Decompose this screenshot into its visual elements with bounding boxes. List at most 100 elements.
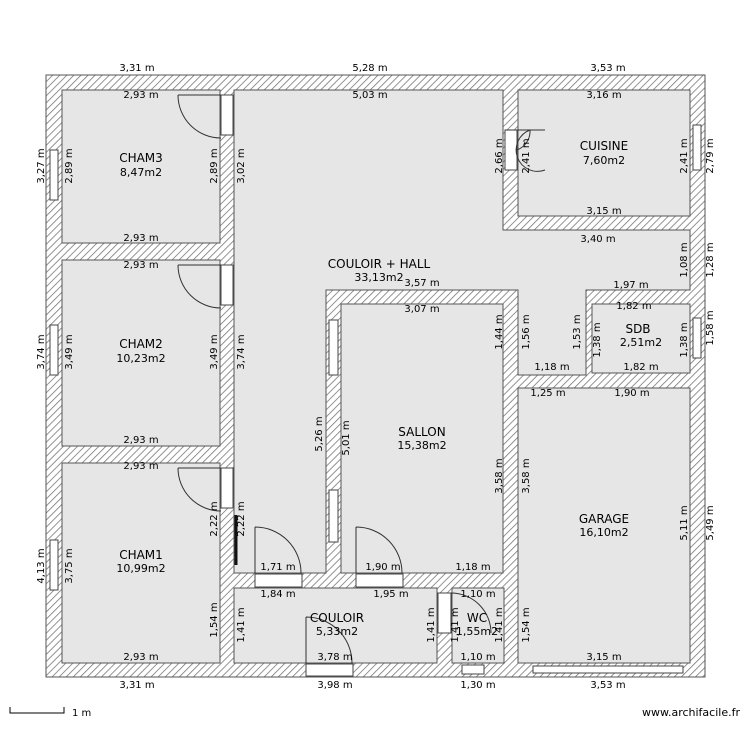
dim-label: 1,58 m bbox=[705, 310, 716, 345]
room-name-salon: SALLON bbox=[398, 425, 445, 439]
dim-label: 3,07 m bbox=[404, 304, 439, 315]
room-name-cham2: CHAM2 bbox=[119, 337, 163, 351]
dim-label: 1,28 m bbox=[705, 242, 716, 277]
room-name-couloir-hall: COULOIR + HALL bbox=[328, 257, 431, 271]
room-area-cuisine: 7,60m2 bbox=[583, 154, 625, 167]
room-area-couloir: 5,33m2 bbox=[316, 625, 358, 638]
dim-label: 2,89 m bbox=[209, 148, 220, 183]
dim-label: 3,31 m bbox=[119, 63, 154, 74]
dim-label: 3,53 m bbox=[590, 63, 625, 74]
room-floors bbox=[61, 89, 691, 664]
floor-cham3 bbox=[61, 89, 221, 244]
room-name-wc: WC bbox=[467, 611, 487, 625]
dim-label: 1,54 m bbox=[521, 607, 532, 642]
window-cham1 bbox=[49, 539, 59, 591]
dim-label: 5,03 m bbox=[352, 90, 387, 101]
door-arc-cham2 bbox=[177, 264, 222, 309]
room-name-cham1: CHAM1 bbox=[119, 548, 163, 562]
dim-label: 3,31 m bbox=[119, 680, 154, 691]
dim-label: 3,74 m bbox=[236, 334, 247, 369]
dim-label: 3,53 m bbox=[590, 680, 625, 691]
dim-label: 2,41 m bbox=[679, 138, 690, 173]
dim-label: 3,27 m bbox=[36, 148, 47, 183]
floor-wc bbox=[451, 587, 505, 664]
dim-label: 2,93 m bbox=[123, 260, 158, 271]
scale-bar: 1 m bbox=[9, 707, 91, 719]
room-area-cham2: 10,23m2 bbox=[116, 352, 165, 365]
dim-label: 5,49 m bbox=[705, 505, 716, 540]
dim-label: 1,08 m bbox=[679, 242, 690, 277]
floor-couloir-hall bbox=[233, 89, 691, 574]
door-salon-2-gap bbox=[355, 573, 404, 588]
dim-label: 1,10 m bbox=[460, 589, 495, 600]
dim-label: 1,41 m bbox=[426, 607, 437, 642]
floor-cham1 bbox=[61, 462, 221, 664]
door-cham3-gap bbox=[220, 94, 234, 136]
dim-label: 1,82 m bbox=[623, 362, 658, 373]
room-name-garage: GARAGE bbox=[579, 512, 629, 526]
dim-label: 1,18 m bbox=[534, 362, 569, 373]
dim-label: 3,74 m bbox=[36, 334, 47, 369]
room-name-couloir: COULOIR bbox=[310, 611, 364, 625]
dim-label: 1,82 m bbox=[616, 301, 651, 312]
dim-label: 1,44 m bbox=[494, 314, 505, 349]
dim-label: 3,02 m bbox=[236, 148, 247, 183]
dim-label: 2,93 m bbox=[123, 461, 158, 472]
door-cuisine-gap bbox=[504, 129, 518, 171]
door-swings bbox=[177, 94, 546, 664]
floor-couloir bbox=[233, 587, 438, 664]
dim-label: 5,11 m bbox=[679, 505, 690, 540]
dim-label: 1,53 m bbox=[572, 314, 583, 349]
room-area-wc: 1,55m2 bbox=[456, 625, 498, 638]
room-area-sdb: 2,51m2 bbox=[620, 336, 662, 349]
dim-label: 3,75 m bbox=[64, 548, 75, 583]
dim-label: 2,41 m bbox=[521, 138, 532, 173]
dimension-labels-vertical: 3,27 m 2,89 m 2,89 m 3,02 m 2,66 m 2,41 … bbox=[36, 138, 716, 642]
room-area-cham3: 8,47m2 bbox=[120, 166, 162, 179]
dim-label: 5,26 m bbox=[314, 416, 325, 451]
door-arc-cham1 bbox=[177, 467, 222, 512]
scale-label: 1 m bbox=[72, 708, 91, 719]
dim-label: 5,28 m bbox=[352, 63, 387, 74]
dim-label: 1,90 m bbox=[614, 388, 649, 399]
window-salon-2 bbox=[328, 489, 339, 543]
dim-label: 2,89 m bbox=[64, 148, 75, 183]
floor-cuisine bbox=[517, 89, 691, 217]
room-area-garage: 16,10m2 bbox=[579, 526, 628, 539]
dim-label: 3,15 m bbox=[586, 652, 621, 663]
dim-label: 1,54 m bbox=[209, 602, 220, 637]
windows bbox=[49, 124, 702, 675]
window-sdb bbox=[692, 317, 702, 359]
door-arc-salon-1 bbox=[254, 526, 302, 574]
room-name-cham3: CHAM3 bbox=[119, 151, 163, 165]
dim-label: 2,93 m bbox=[123, 90, 158, 101]
floor-sdb bbox=[591, 303, 691, 374]
dim-label: 1,90 m bbox=[365, 562, 400, 573]
door-arc-couloir bbox=[305, 616, 353, 664]
door-cham2-gap bbox=[220, 264, 234, 306]
dim-label: 1,38 m bbox=[592, 322, 603, 357]
dim-label: 3,98 m bbox=[317, 680, 352, 691]
dim-label: 3,58 m bbox=[521, 458, 532, 493]
room-labels: CHAM3 8,47m2 CHAM2 10,23m2 CHAM1 10,99m2… bbox=[116, 139, 662, 638]
dim-label: 3,58 m bbox=[494, 458, 505, 493]
dim-label: 3,57 m bbox=[404, 278, 439, 289]
dim-label: 3,49 m bbox=[209, 334, 220, 369]
room-area-cham1: 10,99m2 bbox=[116, 562, 165, 575]
floor-garage bbox=[517, 387, 691, 664]
window-cham3 bbox=[49, 149, 59, 201]
garage-door bbox=[532, 665, 684, 674]
dim-label: 1,56 m bbox=[521, 314, 532, 349]
room-area-salon: 15,38m2 bbox=[397, 439, 446, 452]
dim-label: 3,16 m bbox=[586, 90, 621, 101]
door-arc-cham3 bbox=[177, 94, 222, 139]
dim-label: 1,95 m bbox=[373, 589, 408, 600]
dim-label: 1,30 m bbox=[460, 680, 495, 691]
window-salon-1 bbox=[328, 319, 339, 376]
dim-label: 1,84 m bbox=[260, 589, 295, 600]
window-cuisine bbox=[692, 124, 702, 171]
dim-label: 1,38 m bbox=[679, 322, 690, 357]
dim-label: 1,97 m bbox=[613, 280, 648, 291]
door-arc-cuisine-r bbox=[515, 129, 546, 172]
room-name-sdb: SDB bbox=[625, 322, 650, 336]
